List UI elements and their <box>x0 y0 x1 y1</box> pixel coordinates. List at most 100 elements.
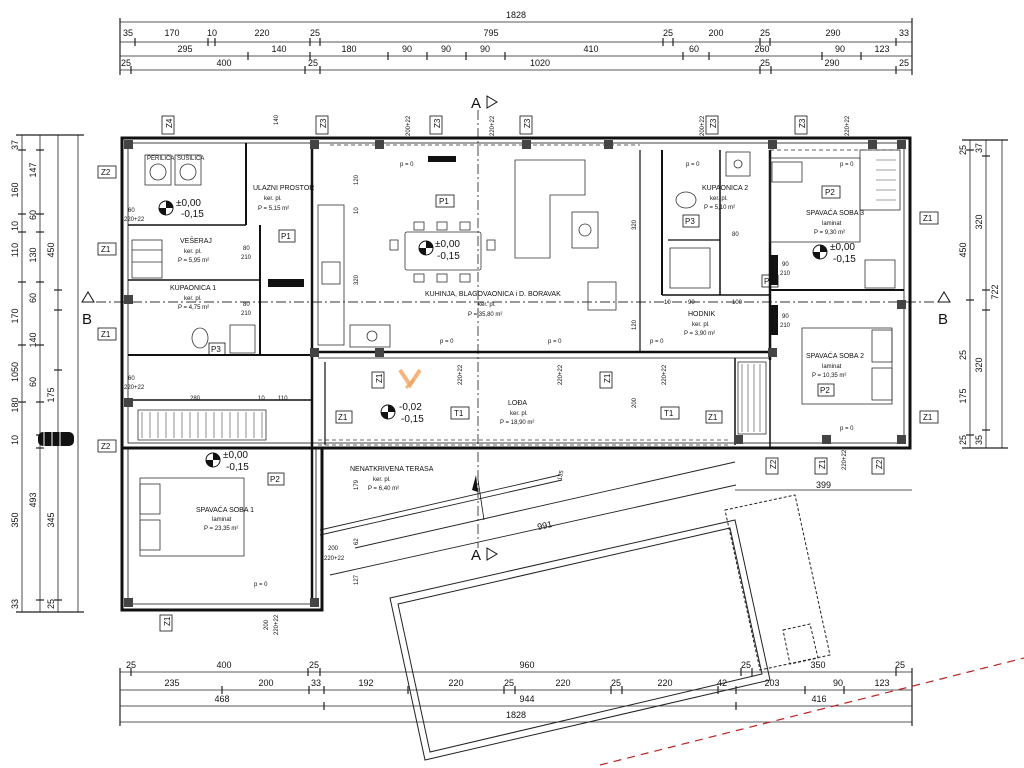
section-arrow-icon <box>81 291 95 303</box>
dim-label: 400 <box>216 660 231 670</box>
dim-label: 35 <box>974 435 984 445</box>
room-ulazni-prostor: ULAZNI PROSTOR ker. pl. P = 5,15 m² <box>253 185 314 212</box>
dim-label: 90 <box>441 44 451 54</box>
dim-label: 220+22 <box>274 614 280 635</box>
dim-label: 25 <box>611 678 621 688</box>
dim-label: 80 <box>732 232 739 238</box>
dim-label: 220+22 <box>558 364 564 385</box>
dim-label: 60 <box>28 377 38 387</box>
dim-label: 160 <box>10 182 20 197</box>
p-label: p = 0 <box>400 162 414 168</box>
room-area: P = 23,35 m² <box>204 526 238 532</box>
tag-label: P1 <box>439 197 449 206</box>
dim-label: 1020 <box>530 58 550 68</box>
furniture <box>131 149 901 557</box>
tag-label: Z3 <box>433 118 442 128</box>
appliance-label: SUŠILICA <box>177 155 204 162</box>
dim-label: 123 <box>874 678 889 688</box>
top-dimension-labels: 1828 35 170 10 220 25 795 25 200 25 290 … <box>121 10 909 68</box>
dim-pool-length: 991 <box>536 519 553 532</box>
dim-label: 175 <box>958 388 968 403</box>
level-markers: ±0,00 -0,15 ±0,00 -0,15 ±0,00 -0,15 -0,0… <box>158 198 856 473</box>
pool <box>389 494 831 761</box>
dim-label: 290 <box>824 58 839 68</box>
dim-label: 200+22 <box>406 115 412 136</box>
appliance-label: PERILICA <box>147 156 174 162</box>
section-markers: A A B B <box>81 95 951 564</box>
tag-label: Z3 <box>798 118 807 128</box>
dim-label: 220+22 <box>124 385 145 391</box>
right-dimension-chains <box>962 139 1008 449</box>
p-label: p = 0 <box>686 162 700 168</box>
tag-label: Z1 <box>923 413 933 422</box>
room-name: HODNIK <box>688 311 716 318</box>
room-name: ULAZNI PROSTOR <box>253 185 314 192</box>
dim-label: 10 <box>10 435 20 445</box>
room-floor: ker. pl. <box>373 477 391 483</box>
level-marker: -0,02 -0,15 <box>380 402 424 425</box>
room-area: P = 4,75 m² <box>178 305 209 311</box>
dim-label: 33 <box>311 678 321 688</box>
wardrobe-hatch <box>141 159 896 438</box>
terrace-edge <box>319 461 737 576</box>
room-area: P = 5,95 m² <box>178 258 209 264</box>
dim-label: 210 <box>241 311 252 317</box>
north-arrow-icon <box>472 475 478 492</box>
tag-label: Z1 <box>101 245 111 254</box>
dim-label: 795 <box>483 28 498 38</box>
section-a-top-label: A <box>471 95 481 112</box>
dim-label: 25 <box>121 58 131 68</box>
dim-label: 180 <box>341 44 356 54</box>
dim-label: 200 <box>632 397 638 408</box>
room-name: KUPAONICA 1 <box>170 285 216 292</box>
dim-label: 90 <box>782 314 789 320</box>
dim-label: 120 <box>354 174 360 185</box>
tag-label: Z2 <box>101 442 111 451</box>
dim-label: 944 <box>519 694 534 704</box>
room-floor: ker. pl. <box>710 196 728 202</box>
level-value: -0,15 <box>401 414 424 425</box>
dim-label: 200 <box>328 546 339 552</box>
room-kupaonica-1: KUPAONICA 1 ker. pl. P = 4,75 m² <box>170 285 216 311</box>
p-label: p = 0 <box>650 339 664 345</box>
room-area: P = 5,10 m² <box>704 205 735 211</box>
section-lines <box>96 110 936 548</box>
dim-label: 60 <box>128 208 135 214</box>
section-b-right-label: B <box>938 311 948 328</box>
dim-label: 90 <box>833 678 843 688</box>
dim-label: 220 <box>555 678 570 688</box>
room-spavaca-soba-1: SPAVAĆA SOBA 1 laminat P = 23,35 m² <box>196 505 254 532</box>
room-name: KUPAONICA 2 <box>702 185 748 192</box>
tag-label: P2 <box>820 386 830 395</box>
room-kupaonica-2: KUPAONICA 2 ker. pl. P = 5,10 m² <box>702 185 748 211</box>
dim-label: 25 <box>958 145 968 155</box>
dim-label: 260 <box>754 44 769 54</box>
dim-label: 33 <box>10 599 20 609</box>
dim-label: 220+22 <box>324 556 345 562</box>
room-floor: ker. pl. <box>692 322 710 328</box>
dim-label: 25 <box>308 58 318 68</box>
dim-label: 10 <box>207 28 217 38</box>
level-value: -0,15 <box>833 254 856 265</box>
dim-label: 350 <box>10 512 20 527</box>
room-name: VEŠERAJ <box>180 236 212 245</box>
dim-label: 170 <box>164 28 179 38</box>
dim-label: 62 <box>354 538 360 545</box>
dim-label: 140 <box>28 332 38 347</box>
dim-label: 37 <box>974 143 984 153</box>
loggia-outline <box>318 144 900 446</box>
dim-label: 450 <box>46 242 56 257</box>
dim-label: 25 <box>310 28 320 38</box>
section-b-left-label: B <box>82 311 92 328</box>
room-lodja: LOĐA ker. pl. P = 18,90 m² <box>500 400 534 426</box>
room-hodnik: HODNIK ker. pl. P = 3,90 m² <box>684 311 716 337</box>
dim-label: 80 <box>243 246 250 252</box>
dim-label: 192 <box>358 678 373 688</box>
p-label: p = 0 <box>548 339 562 345</box>
dim-label: 235 <box>164 678 179 688</box>
dim-label: 25 <box>126 660 136 670</box>
tag-label: Z1 <box>603 373 612 383</box>
tag-label: Z1 <box>818 459 827 469</box>
dim-label: 10 <box>258 396 265 402</box>
room-nenatkrivena-terasa: NENATKRIVENA TERASA ker. pl. P = 6,40 m² <box>350 466 434 492</box>
